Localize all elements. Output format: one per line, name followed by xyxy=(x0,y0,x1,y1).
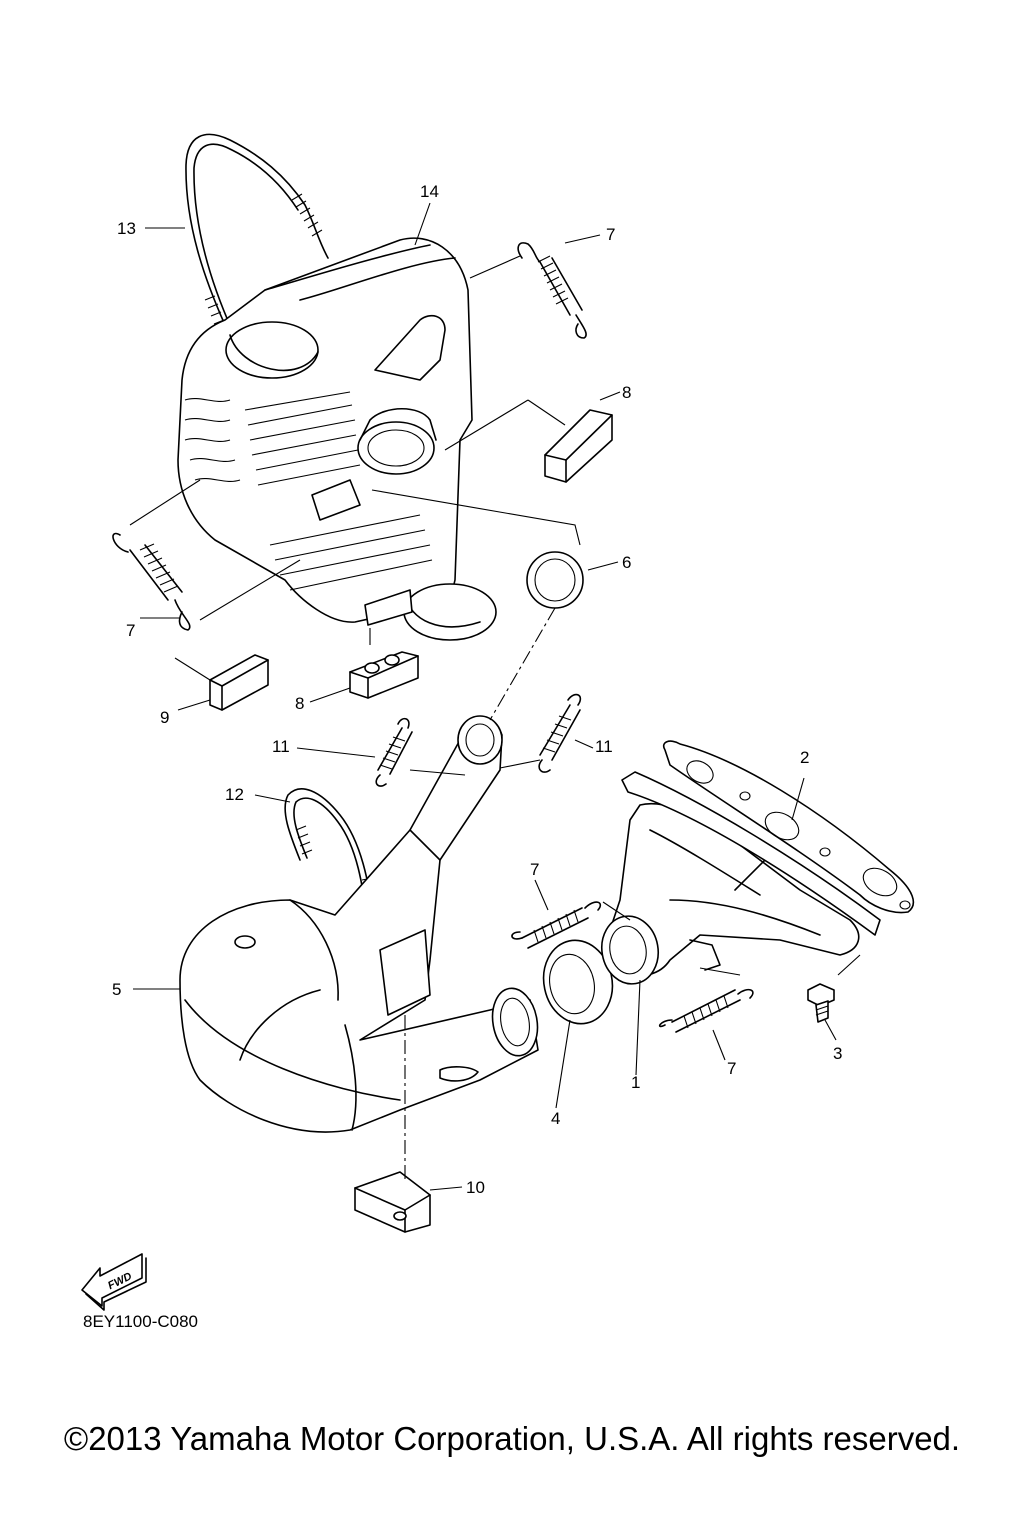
callout-7-left: 7 xyxy=(126,621,135,640)
callout-13: 13 xyxy=(117,219,136,238)
callout-5: 5 xyxy=(112,980,121,999)
part-8-mount-upper xyxy=(544,409,613,483)
callout-11-right: 11 xyxy=(595,737,613,756)
callout-11-left: 11 xyxy=(272,737,290,756)
part-7-spring-top xyxy=(517,242,587,339)
fwd-arrow-icon: FWD xyxy=(81,1253,147,1311)
callout-14: 14 xyxy=(420,182,439,201)
part-7-spring-middle xyxy=(511,901,602,949)
part-14-muffler xyxy=(177,237,497,641)
callout-2: 2 xyxy=(800,748,809,767)
callout-10: 10 xyxy=(466,1178,485,1197)
callout-labels: 13 14 7 8 6 7 9 8 11 11 12 2 7 5 3 7 1 4… xyxy=(112,182,842,1197)
part-8-mount-lower xyxy=(349,651,419,699)
part-11-spring-right xyxy=(538,693,582,773)
part-7-spring-left xyxy=(112,532,191,631)
callout-3: 3 xyxy=(833,1044,842,1063)
part-11-spring-left xyxy=(375,717,413,787)
callout-12: 12 xyxy=(225,785,244,804)
callout-7-lower: 7 xyxy=(727,1059,736,1078)
part-13-hanger-rod xyxy=(185,133,329,331)
callout-8-upper: 8 xyxy=(622,383,631,402)
callout-9: 9 xyxy=(160,708,169,727)
part-3-bolt xyxy=(807,983,835,1023)
part-5-expansion-chamber xyxy=(179,715,539,1133)
callout-4: 4 xyxy=(551,1109,560,1128)
leader-lines xyxy=(129,202,861,1191)
callout-7-middle: 7 xyxy=(530,860,539,879)
part-7-spring-lower xyxy=(658,988,754,1033)
part-6-gasket-ring xyxy=(526,551,584,609)
copyright-notice: ©2013 Yamaha Motor Corporation, U.S.A. A… xyxy=(64,1420,960,1457)
diagram-code: 8EY1100-C080 xyxy=(83,1312,198,1331)
callout-7-top: 7 xyxy=(606,225,615,244)
callout-1: 1 xyxy=(631,1073,640,1092)
part-10-bracket xyxy=(354,1171,431,1233)
part-2-manifold-gasket xyxy=(662,740,915,914)
part-9-bracket xyxy=(209,654,269,711)
callout-8-lower: 8 xyxy=(295,694,304,713)
callout-6: 6 xyxy=(622,553,631,572)
